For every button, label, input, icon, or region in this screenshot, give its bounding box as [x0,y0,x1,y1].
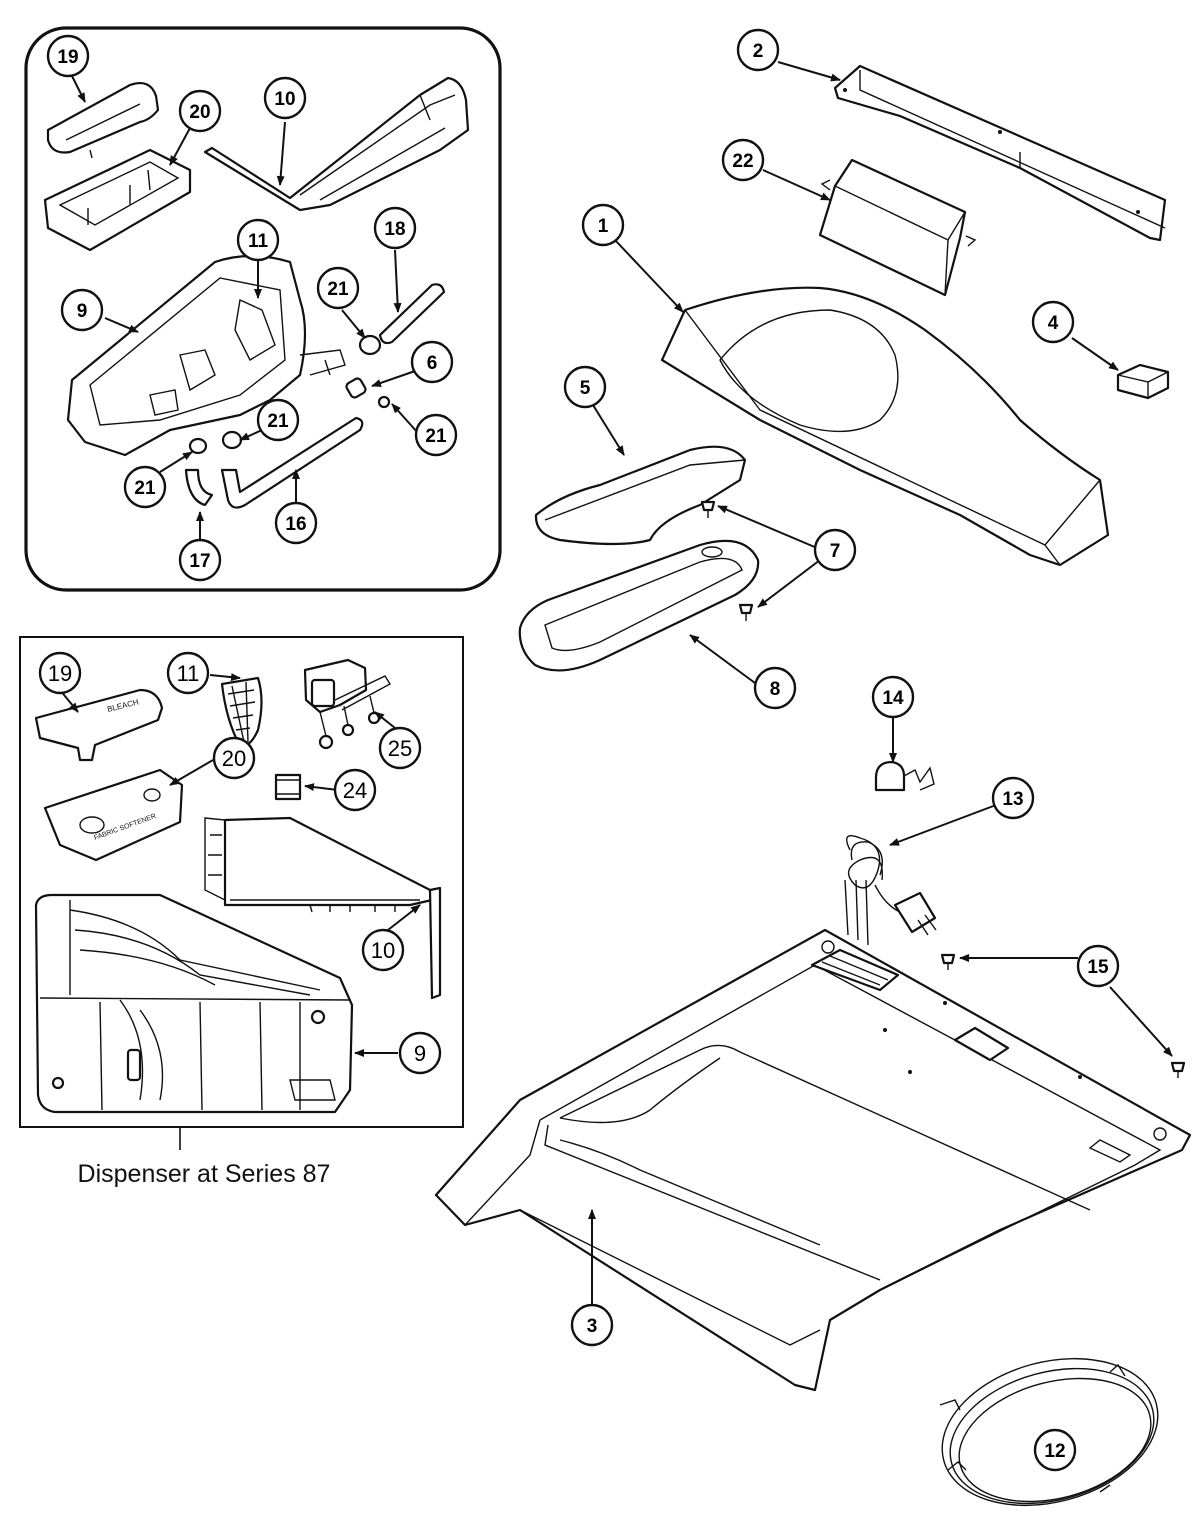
callout-9: 9 [60,288,104,332]
part-24-clip [274,773,302,801]
part-20-softener-cup [43,148,192,252]
part-4-clip [1116,363,1170,400]
part-6-connector [345,377,367,399]
part-11-filter-s87 [220,676,263,748]
part-18-hose [378,283,446,345]
callout-s87-24-label: 24 [343,778,367,803]
callout-2: 2 [736,28,780,72]
callout-s87-20: 20 [212,736,256,780]
part-19-bleach-cover [46,81,160,159]
callout-21c: 21 [256,398,300,442]
part-9-dispenser-body-s87 [34,893,354,1114]
callout-20-label: 20 [189,102,210,123]
callout-21a-label: 21 [327,279,349,300]
callout-18-label: 18 [384,219,405,240]
callout-13-label: 13 [1002,789,1023,810]
part-1-console [660,286,1110,567]
callout-15-label: 15 [1087,957,1109,978]
callout-s87-9-label: 9 [414,1041,426,1066]
callout-21d-label: 21 [134,478,156,499]
callout-s87-25: 25 [378,726,422,770]
callout-s87-24: 24 [333,768,377,812]
part-5-lid [534,445,747,546]
callout-14-label: 14 [882,688,904,709]
callout-8: 8 [753,666,797,710]
callout-s87-20-label: 20 [222,746,246,771]
part-3-top-panel [434,928,1192,1392]
part-10-channel-s87 [204,816,442,1000]
callout-6: 6 [410,340,454,384]
callout-17-label: 17 [189,551,210,572]
part-19-bleach-cover-s87: BLEACH [34,688,164,762]
callout-4-label: 4 [1048,313,1059,334]
callout-21d: 21 [123,465,167,509]
callout-21b: 21 [414,413,458,457]
part-8-tray [518,539,760,672]
leaders-top-inset [71,75,419,540]
part-14-strain-relief [874,760,935,792]
callout-s87-10: 10 [361,928,405,972]
callout-s87-19: 19 [38,651,82,695]
callout-12-label: 12 [1044,1441,1065,1462]
part-15-screws [940,953,1186,1078]
part-25-water-valve [303,658,391,750]
callout-7: 7 [813,528,857,572]
callout-18: 18 [373,206,417,250]
inset-caption: Dispenser at Series 87 [78,1160,331,1188]
callout-9-label: 9 [77,301,88,322]
part-7-screws [700,500,754,621]
main-assembly: 2 22 1 4 5 7 8 14 13 15 3 12 [434,28,1192,1507]
leaders-main [588,61,1173,1305]
callout-7-label: 7 [830,541,841,562]
part-10-dispenser-channel [203,76,470,212]
callout-22-label: 22 [732,151,753,172]
dispenser-inset-series-87: BLEACH FABRIC SOFTENER [19,636,464,1188]
callout-12: 12 [1033,1428,1077,1472]
callout-s87-19-label: 19 [48,661,72,686]
callout-4: 4 [1031,300,1075,344]
callout-13: 13 [991,776,1035,820]
callout-19-label: 19 [57,47,78,68]
callout-2-label: 2 [753,41,764,62]
dispenser-inset-top: 19 20 10 11 18 21 9 6 21 21 21 16 17 [24,26,502,592]
callout-21b-label: 21 [425,426,447,447]
callout-5-label: 5 [580,378,591,399]
callout-6-label: 6 [427,353,438,374]
part-13-power-cord [844,835,937,946]
callout-3: 3 [570,1303,614,1347]
callout-19: 19 [46,34,90,78]
part-16-hose [220,416,364,509]
part-17-hose [184,468,214,507]
callout-20: 20 [178,89,222,133]
part-20-softener-cup-s87: FABRIC SOFTENER [43,768,184,862]
callout-11-label: 11 [248,231,269,252]
callout-10: 10 [263,76,307,120]
part-12-cable-coil [939,1357,1159,1507]
callout-s87-11: 11 [166,651,210,695]
callout-17: 17 [178,538,222,582]
callout-16: 16 [274,501,318,545]
callout-s87-9: 9 [398,1031,442,1075]
part-22-control-board [818,158,977,297]
callout-22: 22 [721,138,765,182]
callout-1-label: 1 [598,216,609,237]
callout-1: 1 [581,203,625,247]
part-2-rear-bracket [833,64,1167,242]
callout-5: 5 [563,365,607,409]
callout-21a: 21 [316,266,360,310]
callout-21c-label: 21 [267,411,289,432]
callout-16-label: 16 [285,514,306,535]
callout-10-label: 10 [274,89,295,110]
callout-11: 11 [236,218,280,262]
callout-s87-11-label: 11 [177,661,200,686]
callout-3-label: 3 [587,1316,598,1337]
callout-s87-10-label: 10 [371,938,395,963]
callout-8-label: 8 [770,679,781,700]
part-9-dispenser-body [66,254,346,457]
callout-14: 14 [871,675,915,719]
callout-s87-25-label: 25 [388,736,412,761]
callout-15: 15 [1076,944,1120,988]
